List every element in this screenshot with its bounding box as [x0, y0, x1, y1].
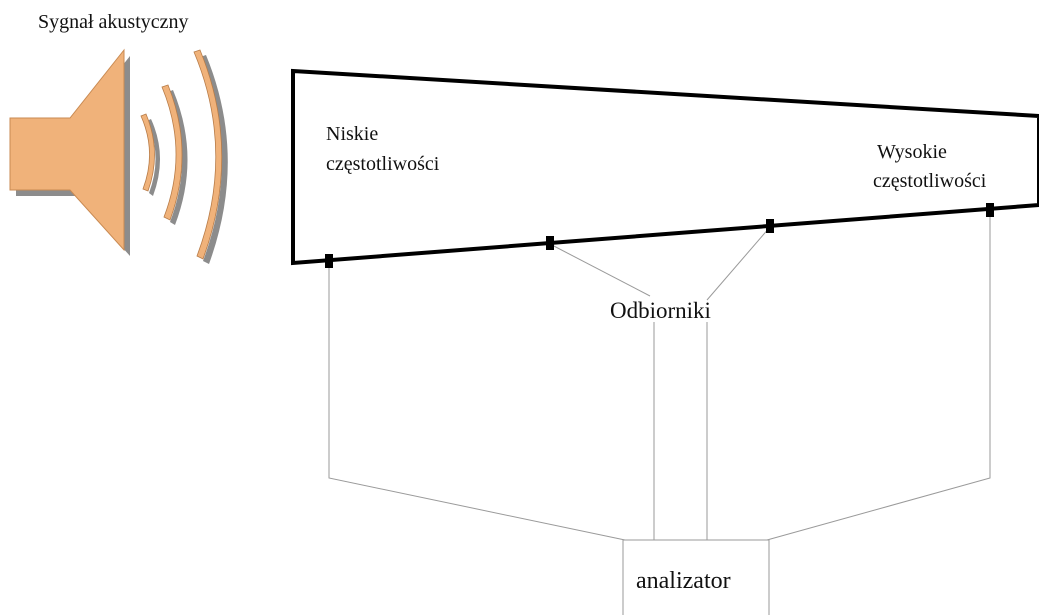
high-frequency-label-line2: częstotliwości: [873, 170, 987, 192]
receiver-marker: [986, 203, 994, 217]
high-frequency-label-line1: Wysokie: [877, 141, 947, 163]
sound-waves-icon: [140, 49, 228, 264]
receivers: [325, 203, 994, 268]
speaker-icon: [9, 48, 130, 256]
wire-1: [328, 262, 626, 541]
analyzer-box: [622, 539, 770, 615]
diagram-title: Sygnał akustyczny: [38, 11, 189, 33]
wire-4: [766, 210, 991, 541]
receiver-marker: [325, 254, 333, 268]
connection-wires: [328, 210, 991, 541]
receiver-marker: [766, 219, 774, 233]
low-frequency-label-line1: Niskie: [326, 123, 378, 145]
receivers-label: Odbiorniki: [610, 298, 711, 323]
wire-2: [549, 243, 651, 297]
cochlea-outline: [291, 68, 1039, 266]
wire-3: [706, 226, 771, 301]
analyzer-label: analizator: [636, 568, 731, 594]
receiver-marker: [546, 236, 554, 250]
low-frequency-label-line2: częstotliwości: [326, 153, 440, 175]
